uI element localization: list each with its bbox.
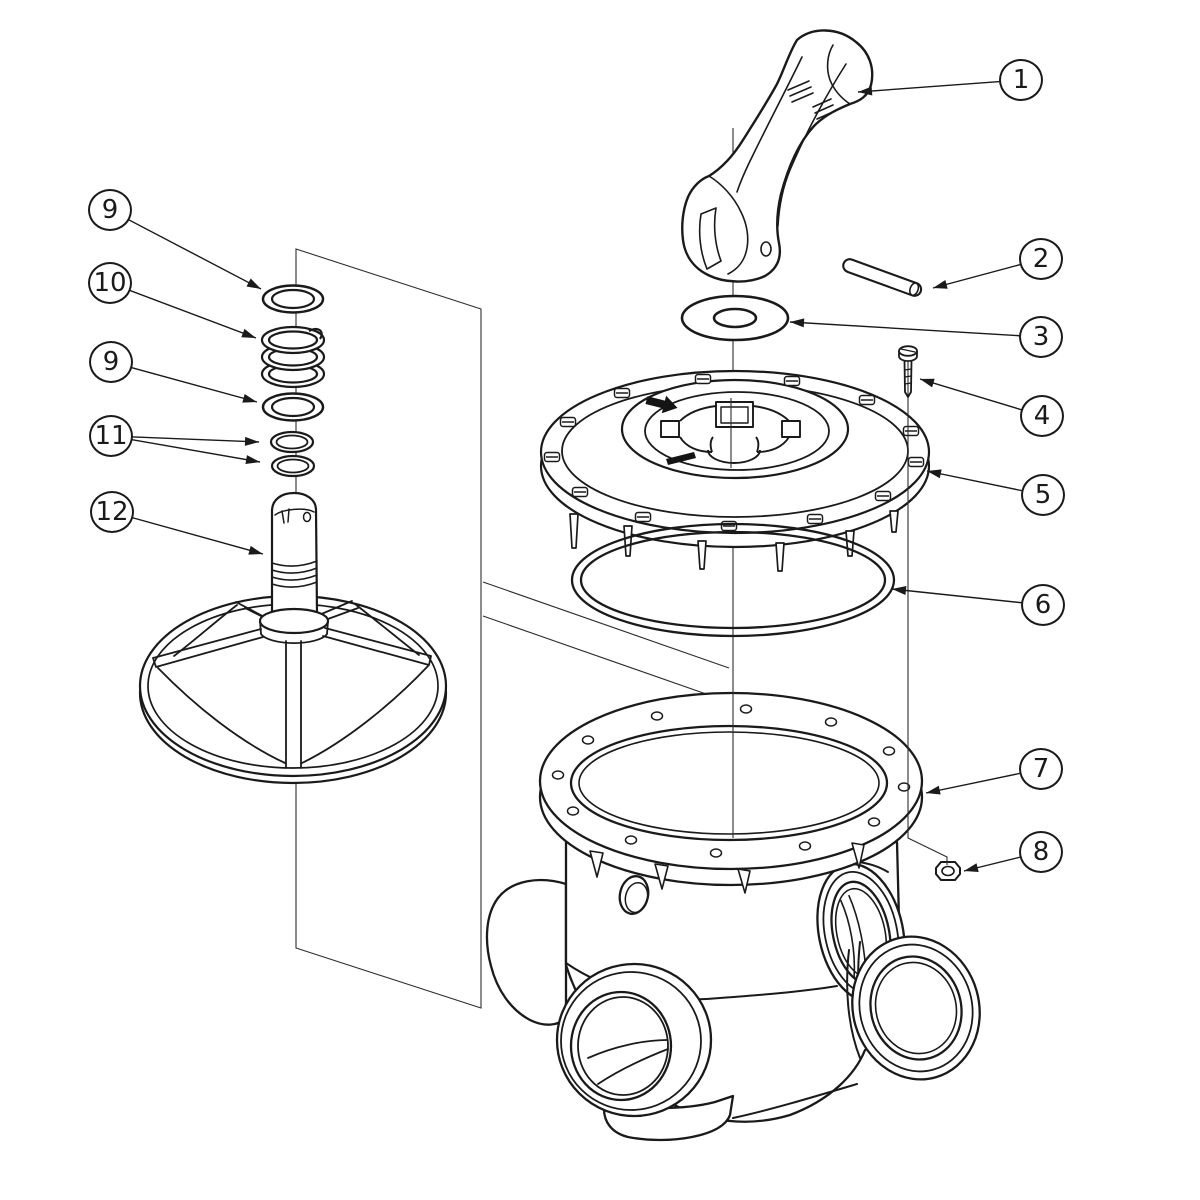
- leader-o-ring-small-1: [110, 435, 260, 446]
- part-valve-body: [485, 691, 981, 1142]
- callout-handle-pin: 2: [1019, 238, 1063, 280]
- callout-washer: 3: [1019, 316, 1063, 358]
- part-spacer-washer-bottom: [261, 392, 325, 422]
- part-valve-lid: [539, 369, 931, 572]
- callout-screw: 4: [1020, 395, 1064, 437]
- part-washer: [680, 294, 790, 342]
- leader-spacer-washer-bottom: [110, 361, 258, 403]
- leader-o-ring-small-2: [110, 435, 261, 465]
- callout-handle: 1: [999, 59, 1043, 101]
- part-spring: [260, 325, 326, 389]
- leader-o-ring-large: [891, 586, 1044, 606]
- callout-valve-body: 7: [1019, 748, 1063, 790]
- leader-handle: [857, 79, 1022, 96]
- part-hex-nut: [935, 861, 961, 881]
- part-handle: [681, 29, 874, 283]
- callout-spring: 10: [88, 262, 132, 304]
- callout-rotor-diverter: 12: [90, 491, 134, 533]
- part-screw: [898, 345, 918, 399]
- leader-spring: [109, 282, 257, 339]
- part-o-ring-small-1: [269, 430, 315, 454]
- callout-o-ring-small-pair: 11: [89, 415, 133, 457]
- part-o-ring-large: [570, 522, 896, 638]
- callout-spacer-washer-bottom: 9: [89, 341, 133, 383]
- port-front-left: [555, 962, 713, 1118]
- callout-valve-lid: 5: [1021, 474, 1065, 516]
- port-far-right: [851, 935, 981, 1081]
- axis-overlays: [730, 398, 948, 865]
- leader-washer: [789, 318, 1042, 338]
- body-flange: [538, 691, 924, 887]
- callout-hex-nut: 8: [1019, 831, 1063, 873]
- callout-spacer-washer-top: 9: [88, 189, 132, 231]
- leader-spacer-washer-top: [109, 209, 262, 290]
- part-rotor-diverter: [138, 491, 448, 785]
- part-handle-pin: [842, 258, 923, 297]
- part-spacer-washer-top: [261, 284, 325, 314]
- part-o-ring-small-2: [270, 454, 316, 478]
- leader-rotor-diverter: [111, 511, 264, 555]
- callout-o-ring-large: 6: [1021, 584, 1065, 626]
